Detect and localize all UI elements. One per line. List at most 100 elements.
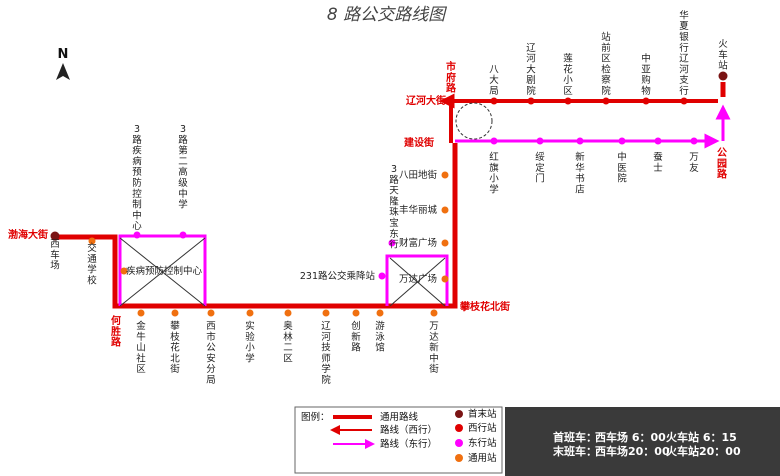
cross-line [389, 257, 446, 307]
stop-label: 万友 [689, 152, 699, 174]
east-stop-dot [378, 272, 386, 280]
north-arrow-icon: N [56, 47, 70, 80]
schedule-first-west: 西车场 6：00 [595, 430, 666, 444]
east-stop-dot [618, 137, 626, 145]
stop-label: 奥林二区 [283, 320, 293, 364]
common-stop-dot [430, 309, 438, 317]
common-stop-dot [441, 239, 449, 247]
common-stop-dot [284, 309, 292, 317]
terminal-dot [718, 71, 728, 81]
common-stop-dot [88, 237, 96, 245]
stop-label: 金牛山社区 [136, 320, 146, 375]
north-label: N [58, 47, 69, 62]
legend-stop-common: 通用站 [468, 452, 497, 464]
stop-label: 丰华丽城 [399, 204, 438, 216]
stop-label: 八大局 [489, 64, 499, 97]
stop-label: 中亚购物 [641, 53, 651, 97]
common-stop-dot [322, 309, 330, 317]
legend-west-dot [455, 424, 463, 432]
west-stop-dot [642, 97, 650, 105]
common-stop-dot [352, 309, 360, 317]
stop-label: 攀枝花北街 [170, 320, 180, 375]
legend: 图例： 通用路线 路线（西行） 路线（东行） 首末站 西行站 东行站 通用站 [294, 406, 503, 474]
legend-box [294, 406, 503, 474]
stop-label: 辽河大剧院 [526, 42, 536, 97]
dashed-circle [455, 102, 493, 140]
stop-label: 蚕士 [653, 152, 663, 174]
stop-label: 游泳馆 [375, 320, 385, 354]
common-stop-dot [376, 309, 384, 317]
stop-label: 万达新中街 [429, 321, 439, 375]
terminal-label: 火车站 [718, 39, 728, 72]
stop-label: 疾病预防控制中心 [126, 265, 203, 277]
schedule-last-east: 火车站20：00 [666, 444, 741, 458]
east-stop-dot [654, 137, 662, 145]
stop-label: 中医院 [617, 151, 627, 185]
west-stop-dot [564, 97, 572, 105]
stop-label: 八田地街 [399, 169, 438, 181]
legend-stop-west: 西行站 [468, 422, 497, 434]
east-stop-dot [536, 137, 544, 145]
legend-stop-east: 东行站 [468, 437, 497, 449]
road-label: 建设街 [403, 136, 434, 149]
page-title: 8 路公交路线图 [327, 5, 447, 25]
legend-item-west: 路线（西行） [380, 424, 437, 436]
closed-stop-crosses [119, 237, 446, 307]
legend-east-dot [455, 439, 463, 447]
stop-label: 华夏银行辽河支行 [679, 9, 689, 97]
road-label: 渤海大街 [8, 228, 48, 241]
common-stop-dot [246, 309, 254, 317]
legend-title: 图例： [301, 411, 330, 423]
road-label: 辽河大街 [406, 94, 446, 107]
stop-label: 绥定门 [535, 152, 545, 185]
stop-label: 红旗小学 [489, 151, 499, 195]
schedule-first-east: 火车站 6：15 [666, 430, 737, 444]
west-stop-dot [602, 97, 610, 105]
legend-item-east: 路线（东行） [380, 438, 437, 450]
common-stop-dot [120, 267, 128, 275]
road-label: 攀枝花北街 [459, 300, 510, 313]
schedule-first-label: 首班车： [553, 430, 597, 444]
road-label: 公园路 [717, 147, 728, 181]
common-route-line [55, 143, 458, 309]
east-stop-dot [179, 231, 187, 239]
schedule-background [505, 407, 780, 476]
west-stop-dot [490, 97, 498, 105]
stop-label: 财富广场 [399, 237, 437, 249]
stop-label: 实验小学 [245, 320, 255, 364]
east-route-loop-left [118, 234, 207, 306]
common-stop-dot [171, 309, 179, 317]
schedule-last-west: 西车场20：00 [595, 444, 670, 458]
west-stop-dot [527, 97, 535, 105]
stop-label: 创新路 [351, 320, 361, 354]
stop-label: 231路公交乘降站 [300, 270, 376, 282]
common-stop-dot [441, 171, 449, 179]
legend-stop-terminal: 首末站 [468, 408, 497, 420]
east-stop-dot [388, 239, 396, 247]
common-stop-dot [441, 275, 449, 283]
east-stop-dot [690, 137, 698, 145]
legend-common-dot [455, 454, 463, 462]
common-stop-dot [441, 206, 449, 214]
terminal-label: 西车场 [50, 239, 60, 272]
east-stop-dot [490, 137, 498, 145]
schedule-panel: 首班车： 西车场 6：00 火车站 6：15 末班车： 西车场20：00 火车站… [505, 407, 780, 476]
west-stop-dot [680, 97, 688, 105]
common-stop-dot [207, 309, 215, 317]
stop-label: 莲花小区 [563, 53, 573, 97]
terminal-dot [50, 231, 60, 241]
legend-item-common: 通用路线 [380, 411, 419, 423]
east-stop-dot [133, 231, 141, 239]
stop-label: 万达广场 [399, 273, 437, 285]
cross-line [119, 237, 206, 307]
stop-label: 交通学校 [87, 242, 97, 286]
east-stop-dot [576, 137, 584, 145]
legend-terminal-dot [455, 410, 463, 418]
stop-label: 站前区检察院 [601, 31, 611, 97]
